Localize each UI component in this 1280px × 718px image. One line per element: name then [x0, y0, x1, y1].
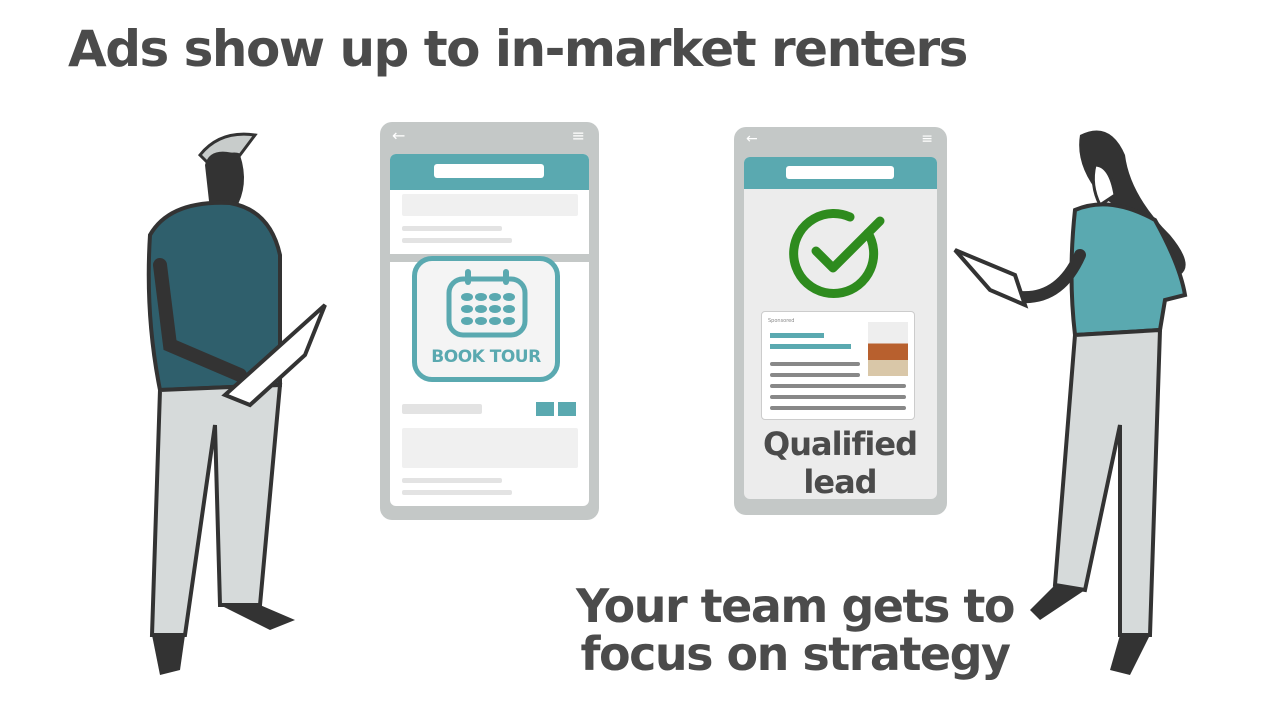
hamburger-icon: ≡ [921, 131, 933, 147]
caption: Your team gets to focus on strategy [576, 579, 1015, 681]
qualified-lead-label: Qualified lead [762, 425, 918, 501]
hamburger-icon: ≡ [571, 126, 585, 145]
man-with-tablet-illustration [146, 132, 327, 675]
headline: Ads show up to in-market renters [68, 20, 968, 78]
arrow-left-icon: ← [392, 126, 406, 145]
ad-card [761, 311, 915, 420]
apartment-photo [868, 322, 908, 376]
woman-with-tablet-illustration [953, 130, 1188, 675]
calendar-icon [446, 269, 528, 338]
book-tour-label: BOOK TOUR [431, 347, 541, 367]
arrow-left-icon: ← [746, 131, 758, 147]
book-tour-button[interactable]: BOOK TOUR [412, 256, 560, 382]
sponsored-label: Sponsored [768, 318, 795, 324]
check-circle-icon [789, 209, 885, 298]
